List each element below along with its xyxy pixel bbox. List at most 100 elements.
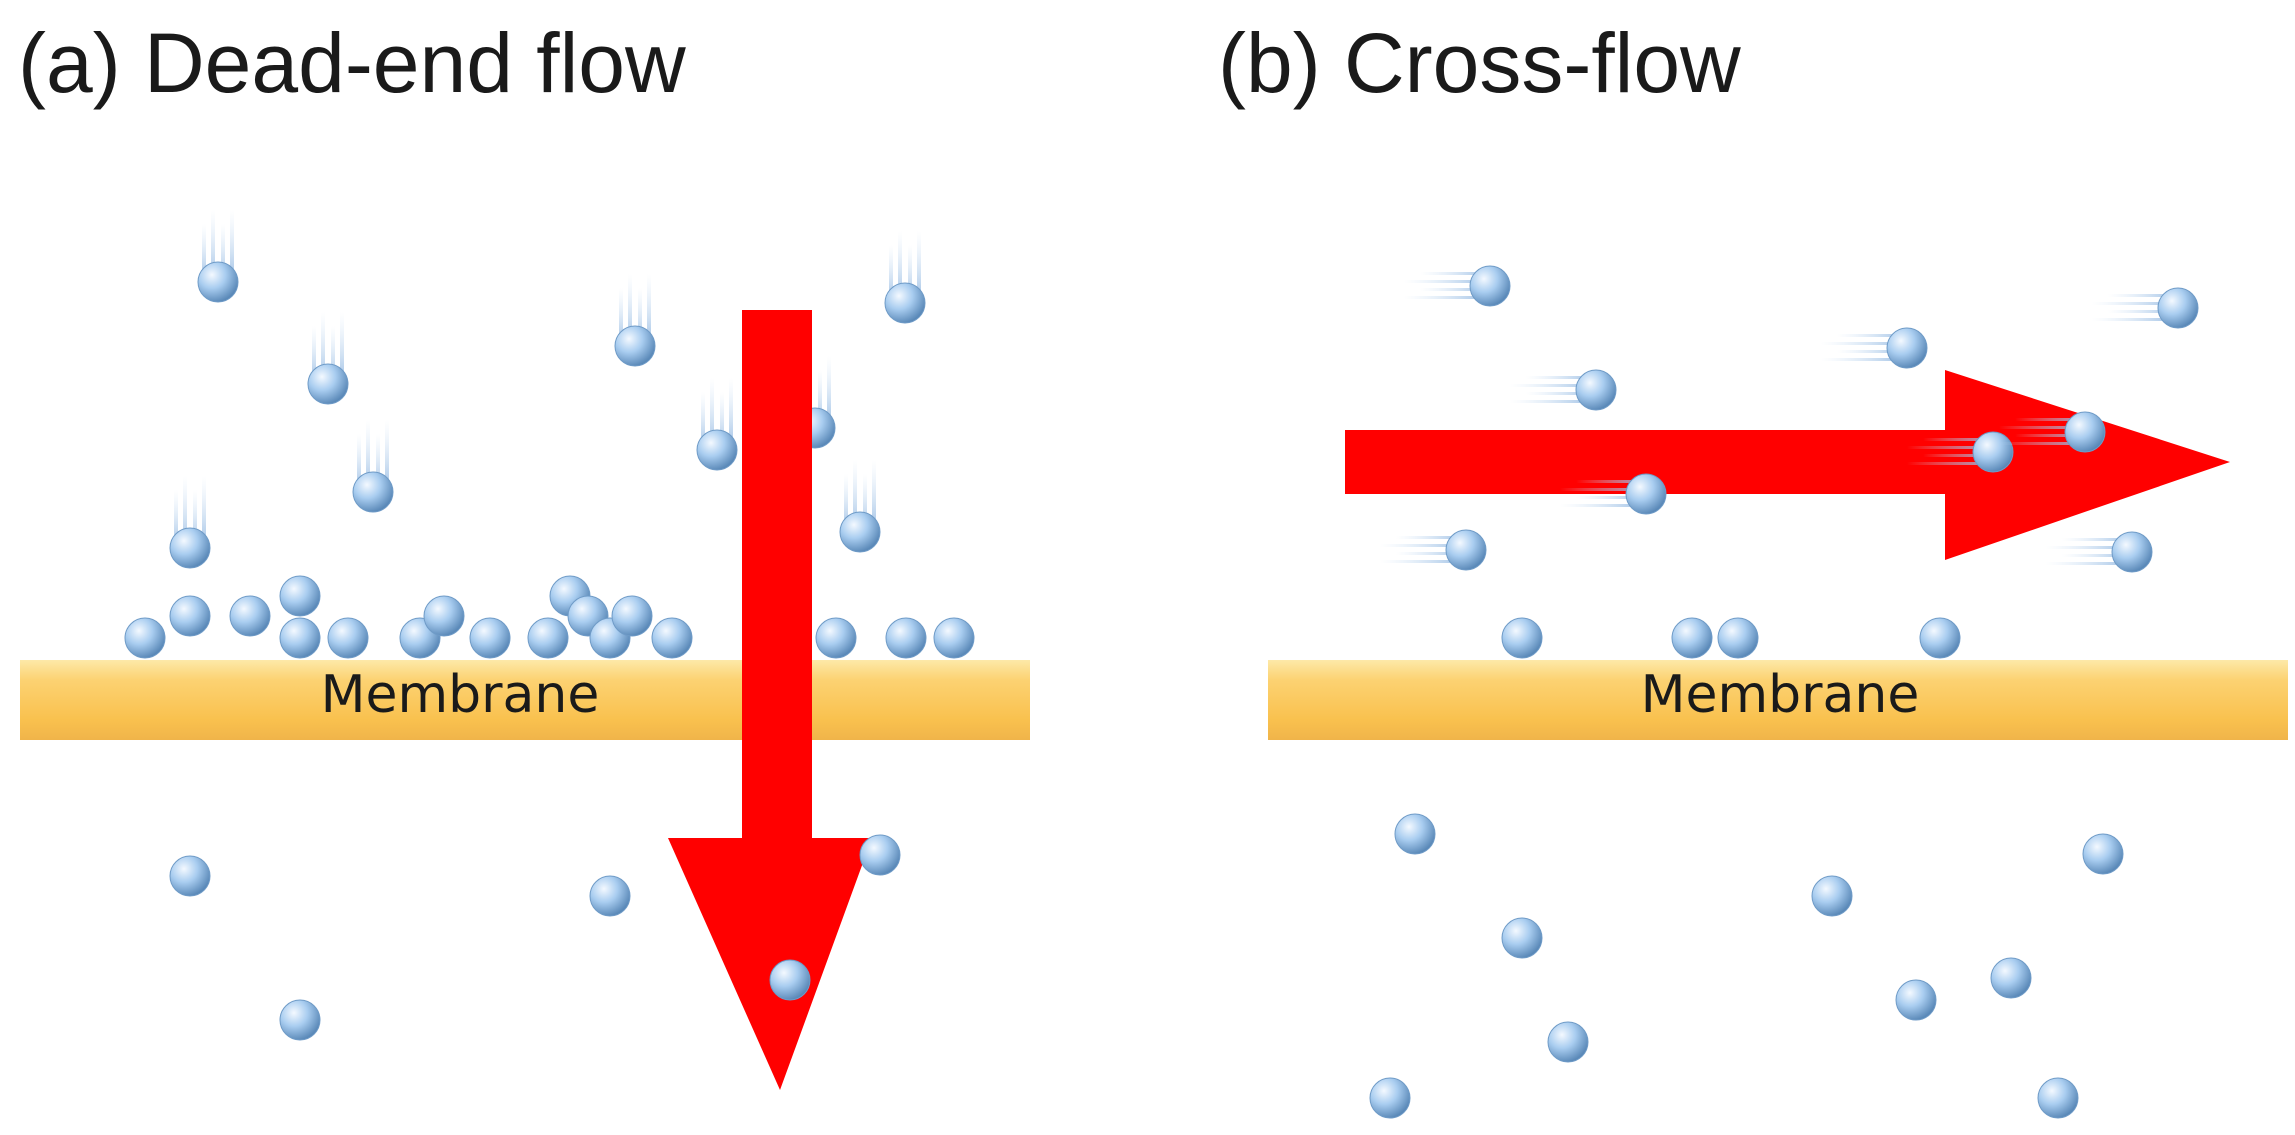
surface-particles-b bbox=[1501, 617, 1961, 659]
motion-trail bbox=[1576, 480, 1646, 483]
horizontal-flow-arrow bbox=[1345, 370, 2230, 560]
motion-trail bbox=[2108, 310, 2178, 313]
permeate-particle bbox=[1990, 957, 2032, 999]
motion-trail bbox=[366, 420, 370, 492]
motion-trail bbox=[193, 490, 197, 548]
moving-particle bbox=[1886, 327, 1928, 369]
moving-particle bbox=[1575, 369, 1617, 411]
permeate-particle bbox=[769, 959, 811, 1001]
motion-trail bbox=[917, 231, 921, 303]
motion-trail bbox=[357, 434, 361, 492]
motion-trail bbox=[174, 490, 178, 548]
motion-trail bbox=[1396, 552, 1466, 555]
panel-b-title: (b) Cross-flow bbox=[1218, 16, 1741, 110]
cake-particle bbox=[279, 575, 321, 617]
permeate-particle bbox=[2082, 833, 2124, 875]
motion-trail bbox=[638, 288, 642, 346]
moving-particle bbox=[1625, 473, 1667, 515]
permeate-particle bbox=[1547, 1021, 1589, 1063]
motion-trail bbox=[202, 476, 206, 548]
cake-particle bbox=[327, 617, 369, 659]
permeate-particle bbox=[1895, 979, 1937, 1021]
motion-trail bbox=[1907, 446, 1993, 449]
motion-trail bbox=[2015, 434, 2085, 437]
panel-a-title: (a) Dead-end flow bbox=[18, 16, 686, 110]
motion-trail bbox=[385, 420, 389, 492]
motion-trail bbox=[729, 378, 733, 450]
motion-trail bbox=[221, 224, 225, 282]
falling-particle bbox=[839, 511, 881, 553]
permeate-particles-b bbox=[1369, 813, 2124, 1119]
cake-particle bbox=[423, 595, 465, 637]
motion-trail bbox=[1510, 384, 1596, 387]
surface-particle bbox=[1501, 617, 1543, 659]
falling-particle bbox=[696, 429, 738, 471]
permeate-particle bbox=[589, 875, 631, 917]
permeate-particle bbox=[1394, 813, 1436, 855]
falling-particle bbox=[352, 471, 394, 513]
motion-trail bbox=[202, 224, 206, 282]
permeate-particles-a bbox=[169, 834, 901, 1041]
motion-trail bbox=[1907, 462, 1993, 465]
motion-trail bbox=[1576, 496, 1646, 499]
motion-trail bbox=[844, 474, 848, 532]
membrane-a-label: Membrane bbox=[321, 665, 600, 725]
motion-trail bbox=[710, 378, 714, 450]
motion-trail bbox=[230, 210, 234, 282]
motion-trail bbox=[872, 460, 876, 532]
motion-trail bbox=[1837, 334, 1907, 337]
motion-trail bbox=[1526, 392, 1596, 395]
motion-trail bbox=[1380, 560, 1466, 563]
motion-trail bbox=[898, 231, 902, 303]
cake-particle bbox=[124, 617, 166, 659]
cake-particle bbox=[169, 595, 211, 637]
falling-particle bbox=[169, 527, 211, 569]
surface-particle bbox=[1671, 617, 1713, 659]
motion-trail bbox=[1420, 272, 1490, 275]
motion-trail bbox=[2046, 562, 2132, 565]
falling-particles-a bbox=[169, 210, 926, 569]
cake-particle bbox=[815, 617, 857, 659]
moving-particle bbox=[2157, 287, 2199, 329]
permeate-particle bbox=[1501, 917, 1543, 959]
moving-particle bbox=[1445, 529, 1487, 571]
falling-particle bbox=[614, 325, 656, 367]
motion-trail bbox=[2046, 546, 2132, 549]
motion-trail bbox=[2015, 418, 2085, 421]
motion-trail bbox=[1821, 342, 1907, 345]
moving-particle bbox=[1469, 265, 1511, 307]
permeate-particle bbox=[2037, 1077, 2079, 1119]
motion-trail bbox=[619, 288, 623, 346]
cake-particle bbox=[527, 617, 569, 659]
motion-trail bbox=[1420, 288, 1490, 291]
cake-particle bbox=[611, 595, 653, 637]
motion-trail bbox=[1923, 454, 1993, 457]
cake-layer-particles bbox=[124, 575, 975, 659]
motion-trail bbox=[340, 312, 344, 384]
cake-particle bbox=[279, 617, 321, 659]
motion-trail bbox=[1560, 504, 1646, 507]
permeate-particle bbox=[169, 855, 211, 897]
motion-trail bbox=[2092, 302, 2178, 305]
moving-particle bbox=[2064, 411, 2106, 453]
motion-trail bbox=[1923, 438, 1993, 441]
permeate-particle bbox=[1369, 1077, 1411, 1119]
motion-trail bbox=[183, 476, 187, 548]
permeate-particle bbox=[1811, 875, 1853, 917]
surface-particle bbox=[1919, 617, 1961, 659]
moving-particle bbox=[1972, 431, 2014, 473]
membrane-b-label: Membrane bbox=[1641, 665, 1920, 725]
motion-trail bbox=[1510, 400, 1596, 403]
motion-trail bbox=[647, 274, 651, 346]
panel-dead-end: (a) Dead-end flow Membrane bbox=[18, 16, 1030, 1090]
motion-trail bbox=[312, 326, 316, 384]
motion-trail bbox=[908, 245, 912, 303]
motion-trail bbox=[321, 312, 325, 384]
motion-trail bbox=[1380, 544, 1466, 547]
motion-trail bbox=[2092, 318, 2178, 321]
moving-particles-b bbox=[1380, 265, 2199, 573]
motion-trail bbox=[720, 392, 724, 450]
falling-particle bbox=[307, 363, 349, 405]
cake-particle bbox=[885, 617, 927, 659]
downward-flow-arrow bbox=[668, 310, 872, 1090]
